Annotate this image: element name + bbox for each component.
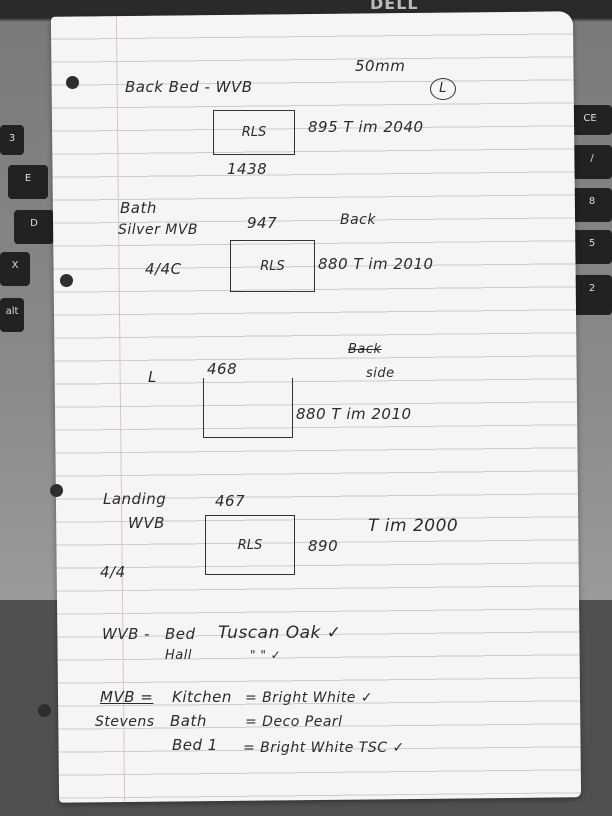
colour-room: Kitchen (172, 688, 232, 706)
height-note: 880 T im 2010 (318, 255, 434, 273)
key: CE (568, 105, 612, 135)
punch-hole (50, 484, 63, 497)
circled-note: L (430, 78, 456, 100)
colour-value: = Bright White TSC ✓ (243, 740, 405, 756)
blind-type: Silver MVB (118, 222, 199, 238)
colour-label: MVB = (100, 688, 154, 706)
colour-label: WVB - (102, 625, 151, 643)
punch-hole (38, 704, 51, 717)
colour-value: " " ✓ (250, 648, 282, 662)
dell-logo: DELL (370, 0, 419, 13)
colour-label: Stevens (95, 714, 155, 730)
punch-hole (66, 76, 79, 89)
colour-room: Bath (170, 712, 207, 730)
spec-note: T im 2000 (368, 516, 459, 536)
colour-room: Hall (165, 648, 192, 663)
colour-value: = Deco Pearl (245, 714, 343, 730)
height-note: 895 T im 2040 (308, 118, 424, 136)
key: 8 (572, 188, 612, 222)
height-note: 880 T im 2010 (296, 405, 412, 423)
window-sketch: RLS (230, 240, 315, 292)
colour-value: Tuscan Oak ✓ (218, 623, 342, 643)
width-note: 947 (247, 214, 278, 232)
window-sketch: RLS (205, 515, 295, 575)
window-sketch (203, 378, 293, 438)
room-title: Landing (103, 490, 167, 508)
margin-line (115, 16, 126, 803)
key: alt (0, 298, 24, 332)
left-note: 4/4C (145, 260, 182, 278)
key: 5 (572, 230, 612, 264)
left-note: L (148, 368, 157, 386)
size-note: 50mm (355, 57, 406, 75)
crossed-note: Back (348, 342, 382, 357)
room-title: Bath (120, 199, 157, 217)
left-note: 4/4 (100, 563, 126, 581)
blind-type: WVB (128, 514, 165, 532)
key: E (8, 165, 48, 199)
key: D (14, 210, 54, 244)
width-note: 467 (215, 492, 246, 510)
punch-hole (60, 274, 73, 287)
room-title: Back Bed - WVB (125, 78, 253, 96)
key: X (0, 252, 30, 286)
height-note: 890 (308, 537, 339, 555)
side-note: side (366, 366, 395, 381)
width-note: 1438 (227, 160, 268, 178)
side-note: Back (340, 212, 376, 228)
colour-room: Bed (165, 625, 196, 643)
key: 3 (0, 125, 24, 155)
key: 2 (572, 275, 612, 315)
colour-value: = Bright White ✓ (245, 690, 374, 706)
key: / (572, 145, 612, 179)
width-note: 468 (207, 360, 238, 378)
window-sketch: RLS (213, 110, 295, 155)
colour-room: Bed 1 (172, 736, 218, 754)
